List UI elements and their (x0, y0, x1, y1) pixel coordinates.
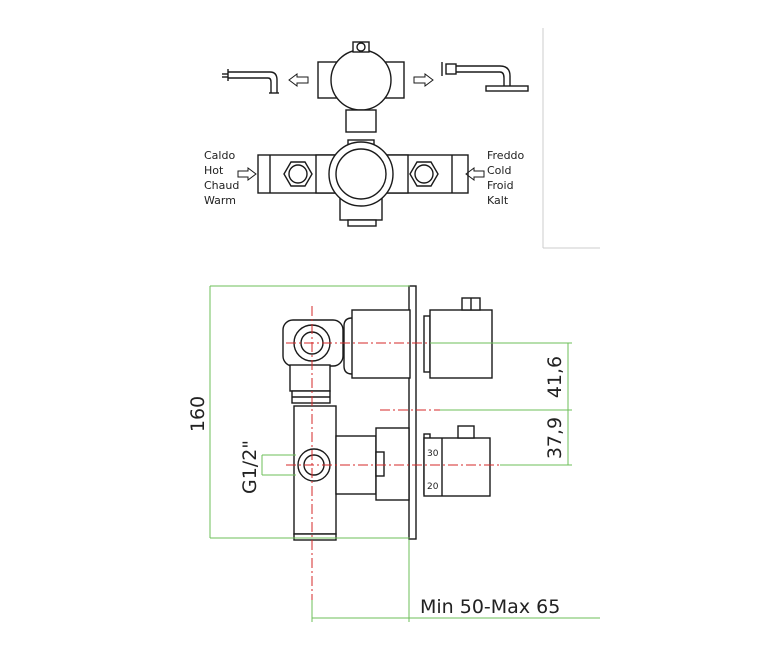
top-schematic (222, 28, 600, 249)
cold-inlet-label-en: Cold (487, 164, 511, 177)
right-outlet-arrow-icon (413, 73, 434, 87)
dimension-depth: Min 50-Max 65 (420, 596, 560, 618)
hot-inlet-label-en: Hot (204, 164, 224, 177)
dimension-upper-spacing: 41,6 (544, 356, 566, 398)
spout-icon (222, 69, 279, 94)
dimension-lower-spacing: 37,9 (544, 417, 566, 459)
side-main-body (293, 405, 491, 541)
dimension-lines (209, 285, 600, 622)
side-upper-diverter (343, 297, 493, 379)
hot-inlet-label-it: Caldo (204, 149, 235, 162)
cold-inlet-label-it: Freddo (487, 149, 525, 162)
hot-inlet-label: Caldo Hot Chaud Warm (204, 149, 239, 207)
cold-inlet-arrow-icon (465, 167, 485, 181)
upper-diverter-body (317, 41, 405, 133)
side-view (282, 285, 493, 541)
shower-head-icon (441, 62, 529, 92)
left-outlet-arrow-icon (288, 73, 309, 87)
cold-inlet-label: Freddo Cold Froid Kalt (487, 149, 525, 207)
scale-label-top: 30 (427, 449, 439, 459)
lower-thermostatic-body (257, 139, 469, 227)
scale-label-bottom: 20 (427, 482, 439, 492)
cold-inlet-label-de: Kalt (487, 194, 509, 207)
hot-inlet-arrow-icon (237, 167, 257, 181)
cold-inlet-label-fr: Froid (487, 179, 514, 192)
wall-plate (408, 285, 417, 540)
dimension-height: 160 (187, 396, 209, 432)
dimension-thread: G1/2" (239, 440, 261, 494)
side-elbow-fitting (282, 319, 344, 404)
hot-inlet-label-fr: Chaud (204, 179, 239, 192)
hot-inlet-label-de: Warm (204, 194, 236, 207)
